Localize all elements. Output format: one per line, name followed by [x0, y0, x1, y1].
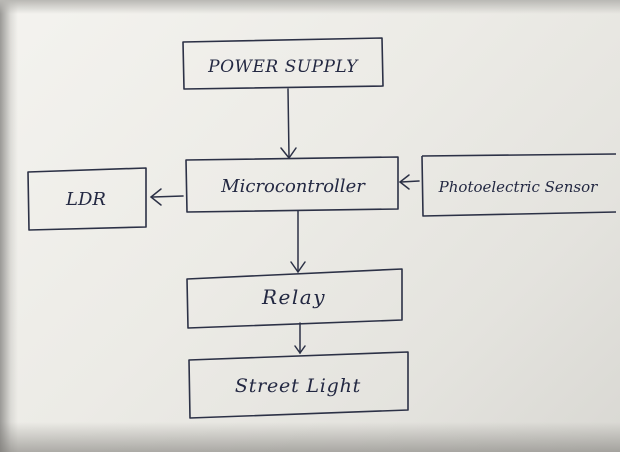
- ldr-label: LDR: [65, 189, 106, 210]
- photoelectric-sensor-box: [421, 153, 617, 217]
- arrow-power-to-microcontroller: [280, 88, 297, 160]
- street-light-label: Street Light: [235, 375, 361, 397]
- arrowhead-down-icon: [290, 261, 306, 274]
- node-photoelectric-sensor: Photoelectric Sensor: [421, 153, 617, 217]
- node-street-light: Street Light: [188, 351, 409, 419]
- microcontroller-box: [185, 156, 399, 213]
- paper-shadow-bottom: [0, 422, 620, 452]
- arrow-shaft: [400, 180, 420, 183]
- node-power-supply: POWER SUPPLY: [182, 37, 384, 90]
- power-supply-box: [182, 37, 384, 90]
- relay-label: Relay: [261, 285, 326, 309]
- ldr-box: [27, 167, 147, 231]
- paper-shadow-left: [0, 0, 18, 452]
- arrowhead-left-icon: [149, 188, 162, 206]
- power-supply-label: POWER SUPPLY: [207, 57, 359, 77]
- photoelectric-sensor-label: Photoelectric Sensor: [438, 178, 599, 196]
- arrow-sensor-to-microcontroller: [398, 174, 420, 190]
- arrowhead-down-icon: [294, 345, 306, 355]
- arrowhead-down-icon: [280, 147, 297, 160]
- arrow-shaft: [287, 88, 290, 158]
- arrow-relay-to-street-light: [294, 322, 306, 355]
- arrowhead-left-icon: [398, 174, 410, 190]
- street-light-box: [188, 351, 409, 419]
- relay-box: [186, 268, 403, 329]
- arrow-shaft: [152, 195, 184, 198]
- microcontroller-label: Microcontroller: [220, 176, 366, 197]
- node-microcontroller: Microcontroller: [185, 156, 399, 213]
- node-ldr: LDR: [27, 167, 147, 231]
- arrow-microcontroller-to-ldr: [149, 188, 184, 206]
- arrow-microcontroller-to-relay: [290, 210, 306, 274]
- node-relay: Relay: [186, 268, 403, 329]
- paper-shadow-top: [0, 0, 620, 14]
